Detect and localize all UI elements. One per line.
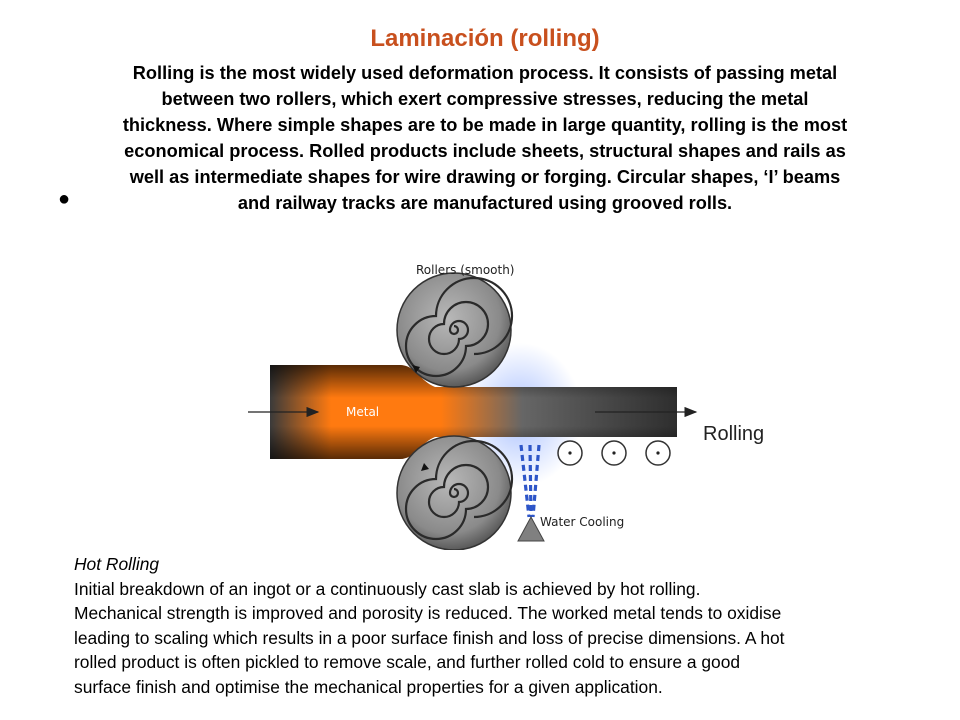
rolling-diagram: Rollers (smooth) Metal Rolling Water Coo… <box>248 263 764 550</box>
water-spray <box>519 444 541 518</box>
intro-paragraph: Rolling is the most widely used deformat… <box>40 60 930 216</box>
metal-strip <box>270 365 677 459</box>
bottom-roller <box>396 435 514 550</box>
water-cooling-label: Water Cooling <box>540 515 624 529</box>
intro-line: and railway tracks are manufactured usin… <box>237 193 733 213</box>
section-line: surface finish and optimise the mechanic… <box>74 676 663 697</box>
intro-line: thickness. Where simple shapes are to be… <box>122 115 848 135</box>
section-heading: Hot Rolling <box>74 554 160 574</box>
rollers-label: Rollers (smooth) <box>416 263 515 277</box>
section-line: rolled product is often pickled to remov… <box>74 652 741 673</box>
intro-line: Rolling is the most widely used deformat… <box>132 63 838 83</box>
intro-line: economical process. Rolled products incl… <box>124 141 846 161</box>
intro-line: between two rollers, which exert compres… <box>161 89 809 109</box>
section-line: Initial breakdown of an ingot or a conti… <box>74 578 701 599</box>
hot-rolling-section: Hot Rolling Initial breakdown of an ingo… <box>74 552 954 700</box>
top-roller <box>396 272 514 388</box>
section-line: Mechanical strength is improved and poro… <box>74 603 782 624</box>
rolling-label: Rolling <box>703 423 764 445</box>
cooling-nozzle-icon <box>517 515 545 542</box>
bullet-icon: ● <box>58 188 71 210</box>
metal-label: Metal <box>346 405 379 419</box>
intro-line: well as intermediate shapes for wire dra… <box>129 167 841 187</box>
section-line: leading to scaling which results in a po… <box>74 627 785 648</box>
page-title: Laminación (rolling) <box>370 25 600 52</box>
